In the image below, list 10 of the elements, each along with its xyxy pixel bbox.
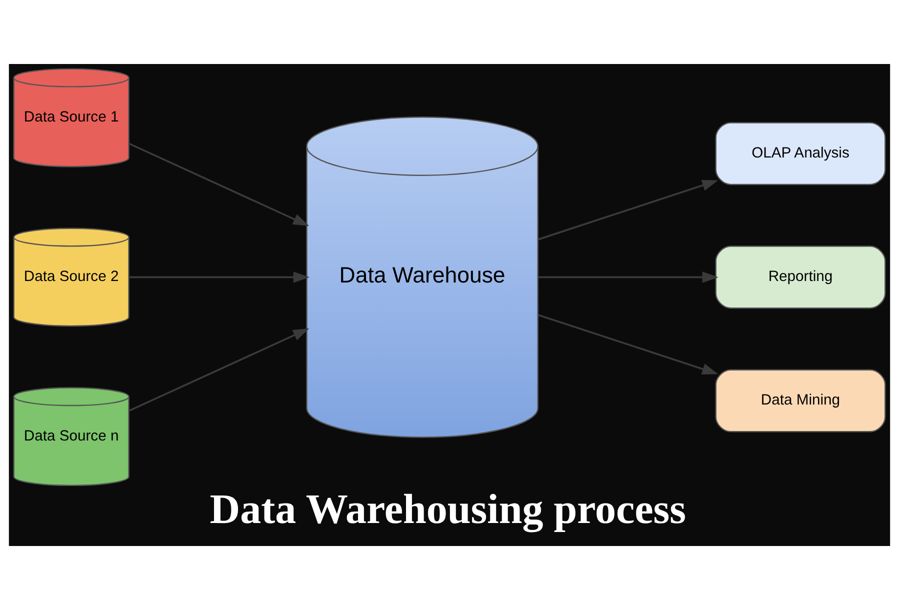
- arrow: [128, 272, 310, 283]
- arrow: [128, 142, 310, 226]
- arrow: [538, 272, 718, 283]
- arrow: [538, 180, 718, 240]
- node-box: OLAP Analysis: [715, 122, 886, 186]
- arrow: [538, 314, 718, 374]
- node-box: Reporting: [715, 246, 886, 309]
- caption: Data Warehousing process: [210, 486, 686, 533]
- node-box: Data Mining: [715, 369, 886, 432]
- arrow: [128, 328, 310, 412]
